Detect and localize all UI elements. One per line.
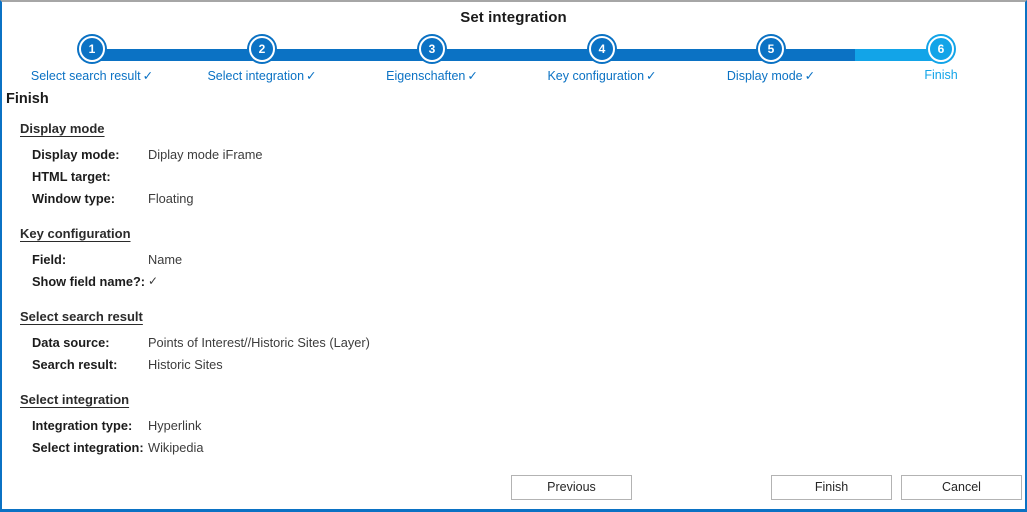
summary-row-label: Display mode: <box>32 146 120 162</box>
stepper-step-number-6: 6 <box>928 36 954 62</box>
stepper-step-label-text: Display mode <box>726 69 803 83</box>
summary-row: Display mode: Diplay mode iFrame <box>2 143 1025 165</box>
stepper-step-label-6: Finish <box>871 68 1011 82</box>
summary-row: Integration type: Hyperlink <box>2 414 1025 436</box>
stepper-step-label-text: Finish <box>924 68 958 82</box>
summary-section-title: Select integration <box>20 392 130 407</box>
summary-row: Field: Name <box>2 248 1025 270</box>
summary-row-label: Integration type: <box>32 417 133 433</box>
stepper-step-number-3: 3 <box>419 36 445 62</box>
checkmark-icon: ✓ <box>646 69 657 83</box>
summary-row-label: Field: <box>32 251 67 267</box>
summary-row-label: Window type: <box>32 190 116 206</box>
summary-row-value: Points of Interest//Historic Sites (Laye… <box>148 334 370 350</box>
summary-row-value: Wikipedia <box>148 439 204 455</box>
previous-button[interactable]: Previous <box>511 475 632 500</box>
summary-row: HTML target: <box>2 165 1025 187</box>
summary-row: Window type: Floating <box>2 187 1025 209</box>
cancel-button[interactable]: Cancel <box>901 475 1022 500</box>
checkmark-icon: ✓ <box>306 69 317 83</box>
summary-row-value: Floating <box>148 190 194 206</box>
checkmark-icon: ✓ <box>148 274 159 288</box>
summary-row: Select integration:Wikipedia <box>2 436 1025 458</box>
stepper-step-label-text: Key configuration <box>547 69 645 83</box>
stepper-step-label-4: Key configuration✓ <box>532 68 672 83</box>
stepper-step-label-text: Eigenschaften <box>386 69 466 83</box>
summary-row-label: HTML target: <box>32 168 111 184</box>
summary-row-label: Show field name?: <box>32 273 146 289</box>
stepper-step-label-text: Select search result <box>30 69 141 83</box>
checkmark-icon: ✓ <box>142 69 154 83</box>
dialog-title: Set integration <box>460 9 567 26</box>
dialog-footer: Previous Finish Cancel <box>2 475 1025 501</box>
stepper-track <box>90 49 943 61</box>
summary-row: Search result: Historic Sites <box>2 353 1025 375</box>
stepper-step-number-4: 4 <box>589 36 615 62</box>
finish-button[interactable]: Finish <box>771 475 892 500</box>
summary-section-title: Select search result <box>20 309 143 324</box>
summary-row-value: Diplay mode iFrame <box>148 146 263 162</box>
stepper-step-number-5: 5 <box>758 36 784 62</box>
stepper-step-label-2: Select integration✓ <box>192 68 332 83</box>
stepper-step-number-2: 2 <box>249 36 275 62</box>
page-title: Finish <box>6 91 49 107</box>
stepper-step-label-1: Select search result✓ <box>22 68 162 83</box>
summary-row-value: Name <box>148 251 183 267</box>
summary-row-label: Data source: <box>32 334 110 350</box>
stepper-step-number-1: 1 <box>79 36 105 62</box>
checkmark-icon: ✓ <box>804 69 816 83</box>
summary-row-value: Historic Sites <box>148 356 223 372</box>
stepper-step-label-text: Select integration <box>207 69 305 83</box>
stepper-track-segment-current <box>855 49 943 61</box>
stepper-step-label-5: Display mode✓ <box>701 68 841 83</box>
stepper-track-segment-done <box>90 49 855 61</box>
summary-row: Data source: Points of Interest//Historic… <box>2 331 1025 353</box>
summary-row-value: Hyperlink <box>148 417 202 433</box>
summary-section-title: Display mode <box>20 121 105 136</box>
summary-row-label: Search result: <box>32 356 118 372</box>
stepper-step-label-3: Eigenschaften✓ <box>362 68 502 83</box>
summary-row-label: Select integration: <box>32 439 144 455</box>
checkmark-icon: ✓ <box>467 69 478 83</box>
summary-row: Show field name?:✓ <box>2 270 1025 292</box>
summary-section-title: Key configuration <box>20 226 131 241</box>
